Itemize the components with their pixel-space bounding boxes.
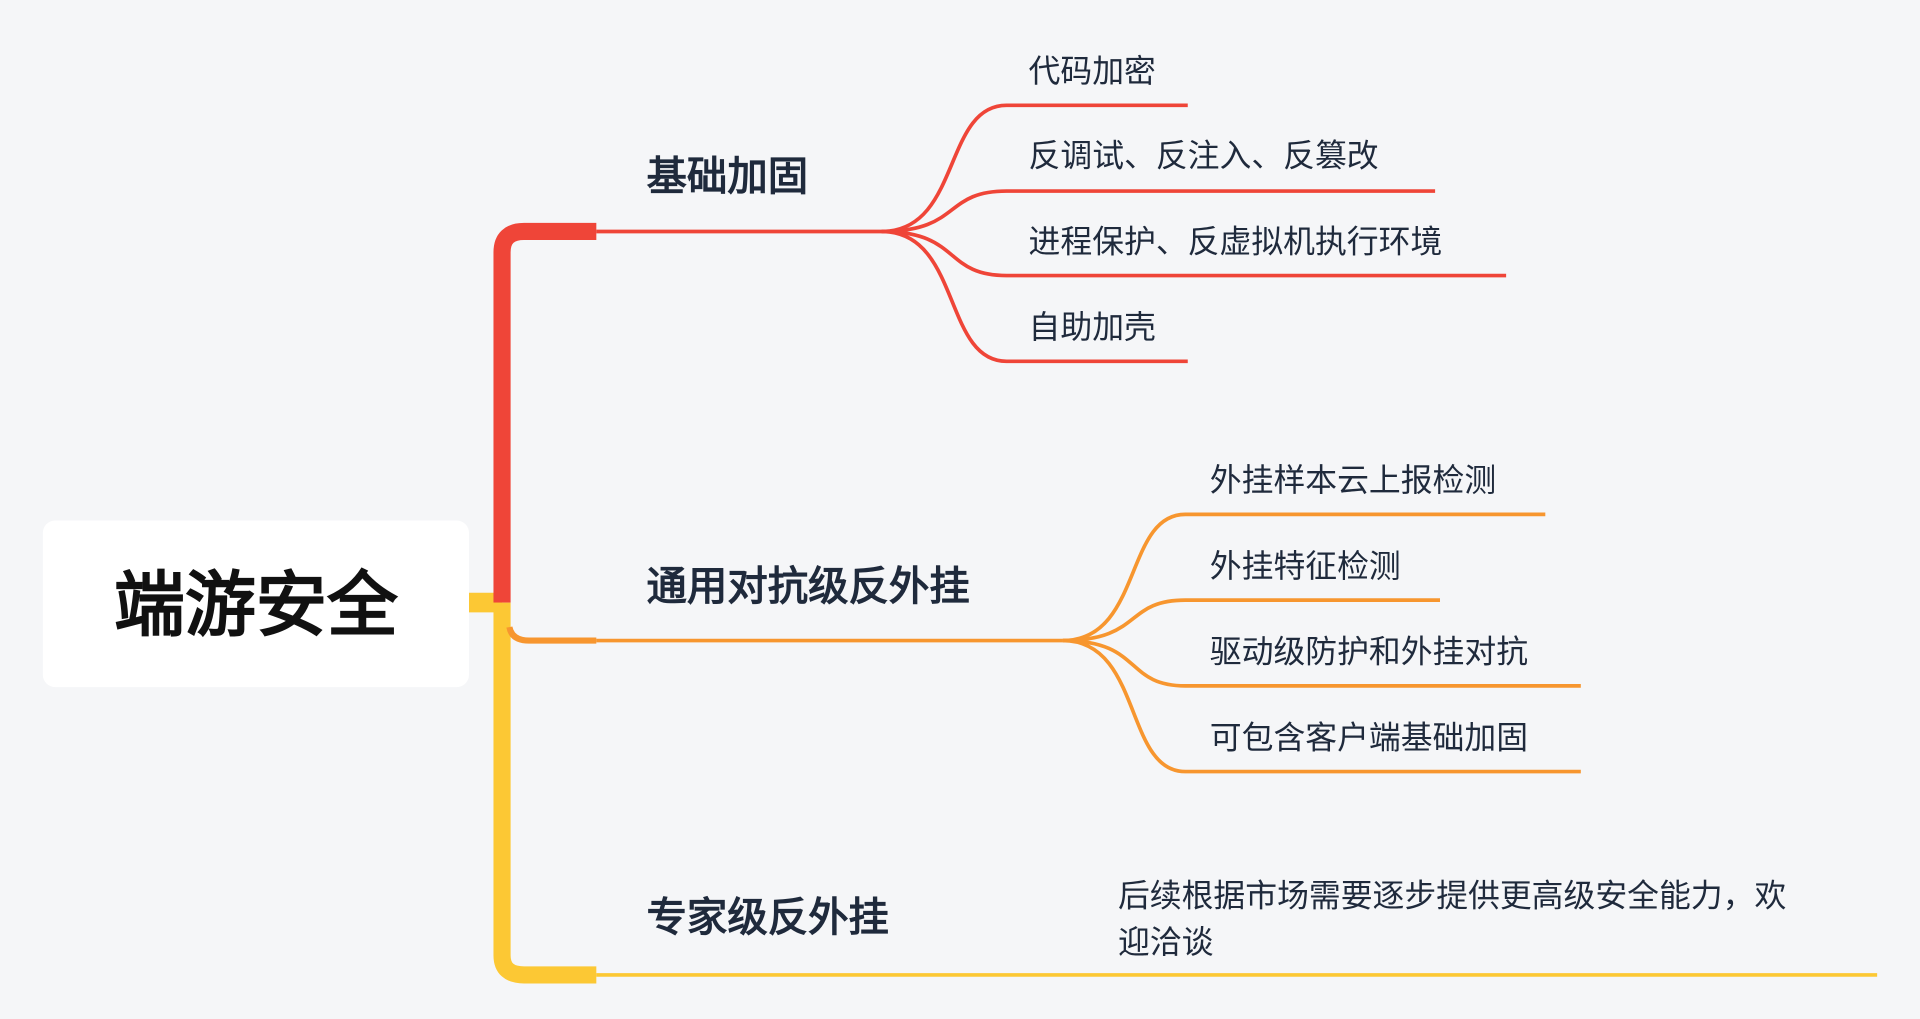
root-node-box: [42, 520, 469, 688]
child-label[interactable]: 外挂特征检测: [1210, 547, 1401, 585]
child-connector: [1062, 598, 1440, 643]
branch-label[interactable]: 专家级反外挂: [647, 893, 889, 941]
child-connector: [881, 229, 1188, 364]
branch-1-trunk: [493, 222, 597, 603]
child-label[interactable]: 外挂样本云上报检测: [1210, 461, 1496, 499]
branch-label[interactable]: 基础加固: [647, 152, 809, 200]
child-label[interactable]: 反调试、反注入、反篡改: [1029, 137, 1379, 175]
child-label[interactable]: 可包含客户端基础加固: [1210, 718, 1528, 756]
child-label[interactable]: 驱动级防护和外挂对抗: [1210, 633, 1528, 671]
branch-3-trunk: [493, 602, 597, 984]
branch-2-trunk: [506, 626, 597, 644]
child-connector: [881, 229, 1507, 278]
child-connector: [1062, 638, 1581, 688]
child-label[interactable]: 进程保护、反虚拟机执行环境: [1029, 222, 1443, 260]
branch-label[interactable]: 通用对抗级反外挂: [647, 562, 970, 610]
root-node[interactable]: 端游安全: [42, 520, 469, 688]
child-connector: [881, 189, 1436, 234]
root-label: 端游安全: [114, 564, 399, 647]
child-connector: [1062, 638, 1581, 774]
branch-description-line[interactable]: 迎洽谈: [1118, 923, 1213, 961]
child-label[interactable]: 代码加密: [1029, 52, 1156, 90]
child-label[interactable]: 自助加壳: [1029, 308, 1156, 346]
child-connector: [881, 103, 1188, 234]
branch-description-line[interactable]: 后续根据市场需要逐步提供更高级安全能力，欢: [1118, 876, 1786, 914]
child-connector: [1062, 512, 1546, 643]
